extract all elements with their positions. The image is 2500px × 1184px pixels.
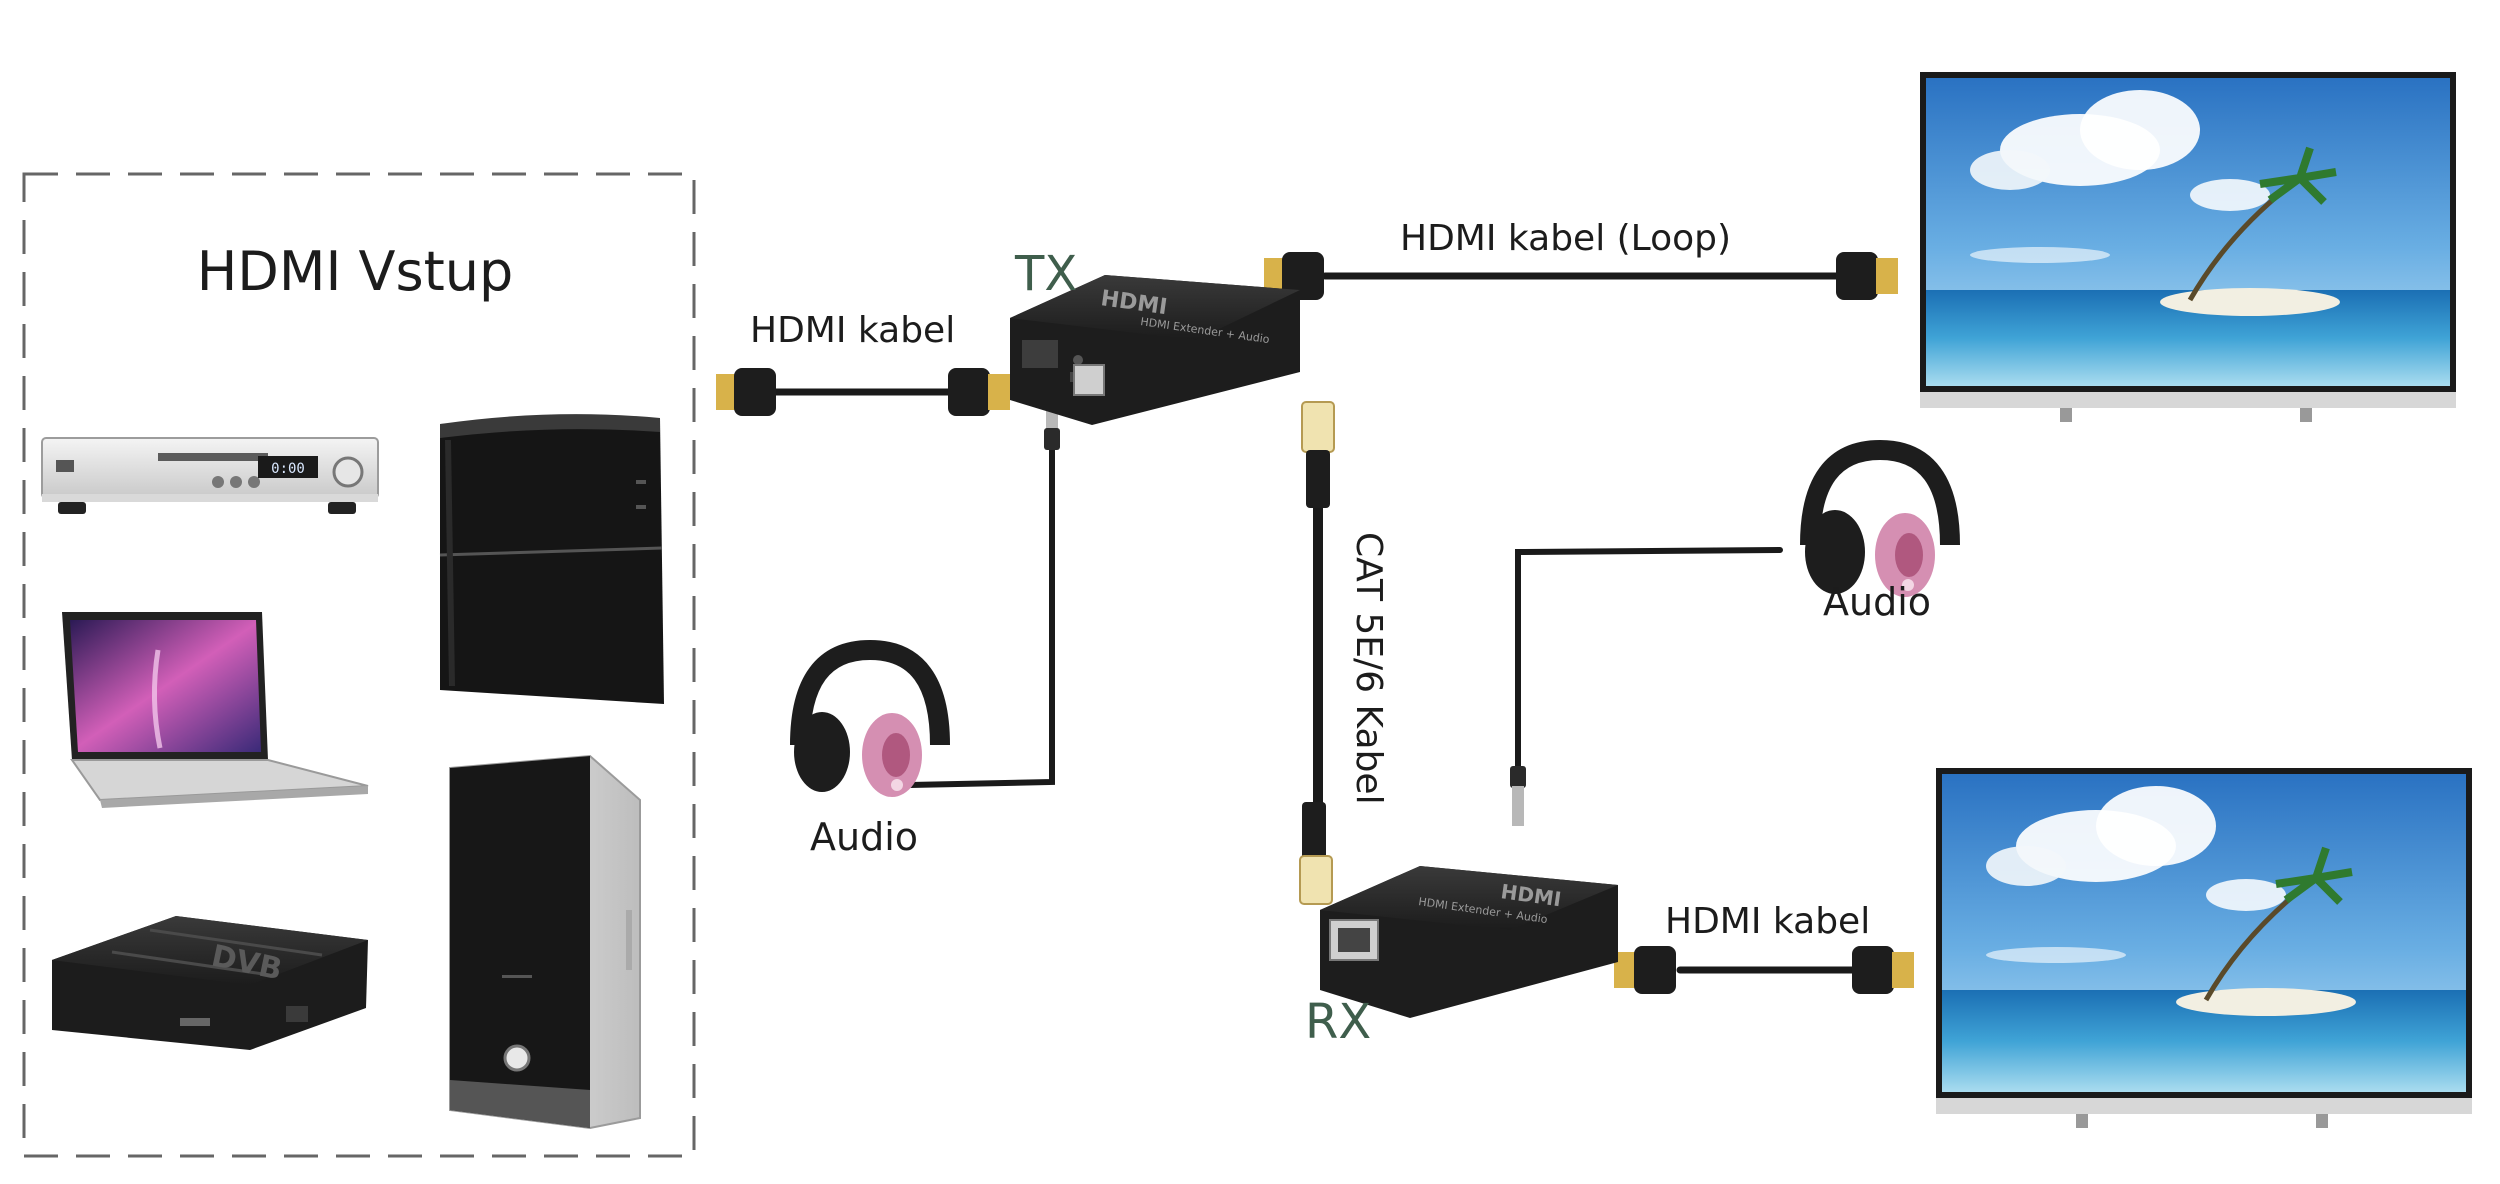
audio-jack-icon <box>1510 766 1526 826</box>
desktop-pc-icon <box>449 754 641 1130</box>
laptop-icon <box>62 612 369 808</box>
tx-audio-cable <box>907 437 1055 788</box>
hdmi-plug-icon <box>716 368 776 416</box>
tv-display-icon <box>1936 768 2472 1128</box>
output-hdmi-cable-label: HDMI kabel <box>1665 901 1870 942</box>
game-console-icon <box>439 414 664 704</box>
rj45-plug-icon <box>1301 401 1335 508</box>
hdmi-plug-icon <box>1836 252 1898 300</box>
input-hdmi-cable-label: HDMI kabel <box>750 310 955 351</box>
hdmi-connectors <box>716 252 1914 994</box>
tx-audio-label: Audio <box>810 815 918 859</box>
input-sources-group: HDMI Vstup 0:00 <box>22 172 696 1158</box>
hdmi-plug-icon <box>1852 946 1914 994</box>
input-dashed-border <box>22 172 696 1158</box>
cable-lines <box>768 272 1859 974</box>
hdmi-plug-icon <box>1264 252 1324 300</box>
hdmi-plug-icon <box>948 368 1010 416</box>
input-box-title: HDMI Vstup <box>197 240 514 303</box>
rx-audio-label: Audio <box>1823 580 1931 624</box>
headphones-icon <box>1800 439 1960 597</box>
headphones-icon <box>790 639 950 797</box>
tx-label: TX <box>1014 246 1077 302</box>
rx-unit: HDMI HDMI Extender + Audio RX <box>1305 866 1618 1050</box>
dvd-display-text: 0:00 <box>271 461 305 477</box>
tv-display-icon <box>1920 72 2456 422</box>
network-cable-label: CAT 5E/6 Kabel <box>1348 532 1389 805</box>
rx-audio-cable <box>1515 547 1783 818</box>
set-top-box-icon: DVB <box>52 916 368 1050</box>
dvd-player-icon: 0:00 <box>41 437 379 514</box>
rx-label: RX <box>1305 994 1371 1050</box>
hdmi-plug-icon <box>1614 946 1676 994</box>
rj45-plug-icon <box>1299 802 1333 905</box>
loop-hdmi-cable-label: HDMI kabel (Loop) <box>1400 218 1731 259</box>
tx-unit: HDMI HDMI Extender + Audio TX <box>1010 246 1300 425</box>
